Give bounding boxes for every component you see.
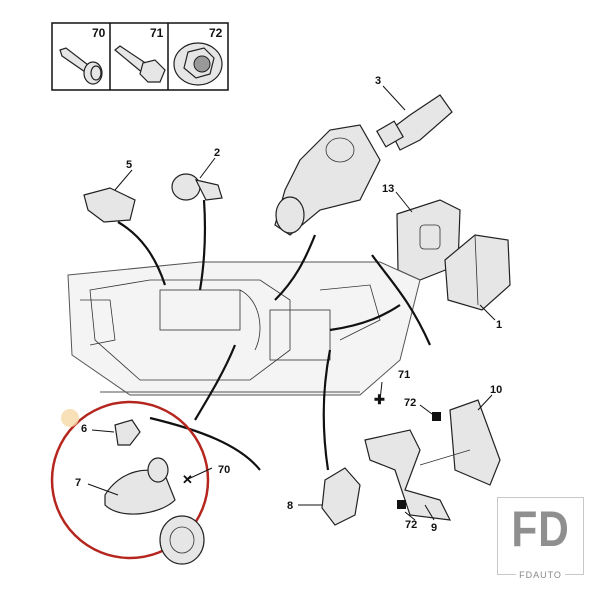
ecu-1 <box>444 234 511 321</box>
callout-3: 3 <box>375 75 381 87</box>
callout-5: 5 <box>126 159 132 171</box>
logo-main-text: FD <box>511 501 570 557</box>
logo-sub-text: FDAUTO <box>516 570 565 580</box>
throttle-body <box>274 124 381 236</box>
callout-72-top: 72 <box>404 397 416 409</box>
leader-circle <box>149 416 261 471</box>
sensor-5 <box>83 169 136 223</box>
hex-bolt-icon <box>114 45 166 83</box>
sensor-8 <box>298 467 361 526</box>
bracket-9-10: ✚ <box>364 381 501 521</box>
hardware-label-70: 70 <box>92 26 106 40</box>
flange-nut-icon <box>173 42 223 86</box>
leader-crank <box>194 344 237 421</box>
crank-sensor-group: ✕ <box>50 400 213 565</box>
sensor-3 <box>376 85 453 151</box>
engine-bay <box>67 261 421 396</box>
fdauto-logo: FD FDAUTO <box>497 497 584 580</box>
callout-70: 70 <box>218 464 230 476</box>
callout-10: 10 <box>490 384 502 396</box>
highlight-circle <box>50 400 210 560</box>
hardware-box: 70 71 72 <box>51 22 229 91</box>
leader-throttle <box>274 234 317 301</box>
callout-71: 71 <box>398 369 410 381</box>
flanged-bolt-icon <box>59 47 103 85</box>
hardware-label-72: 72 <box>209 26 223 40</box>
cross-mark-icon: ✕ <box>182 472 193 487</box>
cross-mark-icon: ✚ <box>374 392 385 407</box>
hardware-label-71: 71 <box>150 26 164 40</box>
nut-marker-icon <box>397 500 406 509</box>
callout-13: 13 <box>382 183 394 195</box>
nut-marker-icon <box>432 412 441 421</box>
callout-7: 7 <box>75 477 81 489</box>
sensor-2 <box>171 157 223 201</box>
callout-8: 8 <box>287 500 293 512</box>
leader-2 <box>198 199 207 291</box>
callout-2: 2 <box>214 147 220 159</box>
callout-9: 9 <box>431 522 437 534</box>
leader-5 <box>117 221 167 286</box>
callout-6: 6 <box>81 423 87 435</box>
callout-72-bottom: 72 <box>405 519 417 531</box>
callout-1: 1 <box>496 319 502 331</box>
leader-ecu <box>371 254 432 346</box>
leader-cam <box>322 349 332 471</box>
leader-ecu-2 <box>329 304 401 332</box>
